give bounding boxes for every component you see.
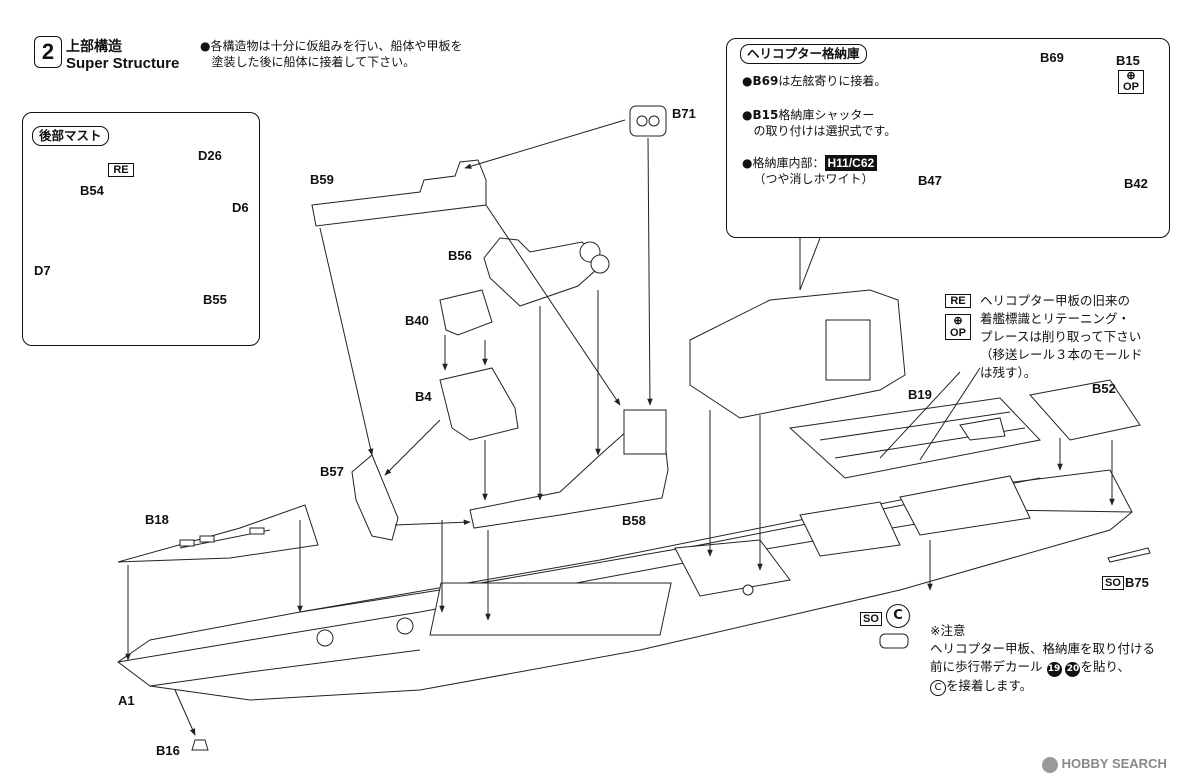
hangar-panel-title: ヘリコプター格納庫: [740, 44, 867, 64]
label-b4: B4: [415, 389, 432, 404]
watermark: HOBBY SEARCH: [1042, 756, 1167, 773]
so-badge-b75: SO: [1102, 576, 1124, 590]
note2-part: B15: [752, 108, 779, 122]
label-d26: D26: [198, 148, 222, 163]
label-b55: B55: [203, 292, 227, 307]
decal-20: 20: [1065, 662, 1081, 677]
c-circle: C: [886, 604, 910, 628]
label-b71: B71: [672, 106, 696, 121]
label-b54: B54: [80, 183, 104, 198]
hull-a1: [117, 469, 1133, 701]
part-b71: [629, 105, 667, 137]
caution-c: C: [930, 680, 946, 696]
caution-4: を接着します。: [946, 678, 1033, 693]
part-b19: [788, 397, 1041, 479]
label-b57: B57: [320, 464, 344, 479]
label-a1: A1: [118, 693, 135, 708]
part-b75: [1107, 547, 1151, 563]
label-b16: B16: [156, 743, 180, 758]
part-b18: [117, 504, 319, 563]
deck-line-5: は残す）。: [980, 365, 1037, 380]
intro-line-1: 各構造物は十分に仮組みを行い、船体や甲板を: [210, 39, 463, 53]
note1-text: は左舷寄りに接着。: [778, 74, 887, 88]
deck-note: ヘリコプター甲板の旧来の 着艦標識とリテーニング・ プレースは削り取って下さい …: [980, 292, 1143, 382]
label-b56: B56: [448, 248, 472, 263]
note2-line2: の取り付けは選択式です。: [753, 124, 897, 138]
label-b47: B47: [918, 173, 942, 188]
note2-text: 格納庫シャッター: [778, 108, 875, 122]
re-badge: RE: [108, 163, 134, 177]
label-b15: B15: [1116, 53, 1140, 68]
intro-line-2: 塗装した後に船体に接着して下さい。: [211, 55, 416, 69]
bullet-1: ●: [742, 74, 753, 88]
step-title-jp: 上部構造: [66, 39, 122, 55]
caution-2: ヘリコプター甲板、格納庫を取り付ける: [930, 641, 1156, 656]
label-b59: B59: [310, 172, 334, 187]
note1-part: B69: [752, 74, 779, 88]
b15-op-text: OP: [1123, 81, 1139, 93]
caution-3b: を貼り、: [1080, 659, 1130, 674]
b15-op-badge: ⊕OP: [1118, 70, 1144, 94]
deck-line-1: ヘリコプター甲板の旧来の: [980, 293, 1131, 308]
label-b58: B58: [622, 513, 646, 528]
deck-line-2: 着艦標識とリテーニング・: [980, 311, 1131, 326]
paint-chip: H11/C62: [824, 155, 878, 171]
note3-prefix: 格納庫内部：: [752, 156, 825, 170]
intro-bullet: ●: [200, 39, 211, 53]
deck-re-badge: RE: [945, 294, 971, 308]
label-b52: B52: [1092, 381, 1116, 396]
hangar-panel: [726, 38, 1170, 238]
decal-19: 19: [1046, 662, 1062, 677]
label-b18: B18: [145, 512, 169, 527]
part-b40: [439, 289, 493, 336]
deck-op-text: OP: [950, 327, 966, 339]
mast-panel: [22, 112, 260, 346]
bullet-2: ●: [742, 108, 753, 122]
label-d7: D7: [34, 263, 51, 278]
part-hangar: [689, 289, 906, 419]
part-c: [879, 633, 909, 649]
bullet-3: ●: [742, 156, 753, 170]
watermark-logo-icon: [1042, 756, 1058, 773]
caution-3: 前に歩行帯デカール: [930, 659, 1043, 674]
label-b42: B42: [1124, 176, 1148, 191]
part-b57: [351, 454, 399, 541]
hangar-note-1: ●B69は左舷寄りに接着。: [742, 73, 886, 89]
so-badge-c: SO: [860, 612, 882, 626]
part-b59: [311, 159, 487, 227]
caution-note: ※注意 ヘリコプター甲板、格納庫を取り付ける 前に歩行帯デカール 19 20を貼…: [930, 622, 1155, 696]
step-number-badge: 2: [34, 36, 62, 68]
deck-line-3: プレースは削り取って下さい: [980, 329, 1142, 344]
part-b4: [439, 367, 519, 441]
note3-line2: （つや消しホワイト）: [753, 172, 874, 186]
part-b52: [1029, 379, 1141, 441]
label-d6: D6: [232, 200, 249, 215]
deck-line-4: （移送レール３本のモールド: [980, 347, 1143, 362]
hangar-note-2: ●B15格納庫シャッター の取り付けは選択式です。: [742, 107, 896, 139]
step-title-en: Super Structure: [66, 55, 180, 72]
hangar-note-3: ●格納庫内部：H11/C62 （つや消しホワイト）: [742, 155, 878, 187]
part-b16: [191, 739, 209, 751]
label-b69: B69: [1040, 50, 1064, 65]
intro-text: ●各構造物は十分に仮組みを行い、船体や甲板を 塗装した後に船体に接着して下さい。: [200, 38, 463, 70]
label-b40: B40: [405, 313, 429, 328]
deck-op-badge: ⊕OP: [945, 314, 971, 340]
caution-1: ※注意: [930, 623, 966, 638]
label-b75: B75: [1125, 575, 1149, 590]
mast-panel-title: 後部マスト: [32, 126, 109, 146]
watermark-text: HOBBY SEARCH: [1061, 756, 1167, 771]
label-b19: B19: [908, 387, 932, 402]
